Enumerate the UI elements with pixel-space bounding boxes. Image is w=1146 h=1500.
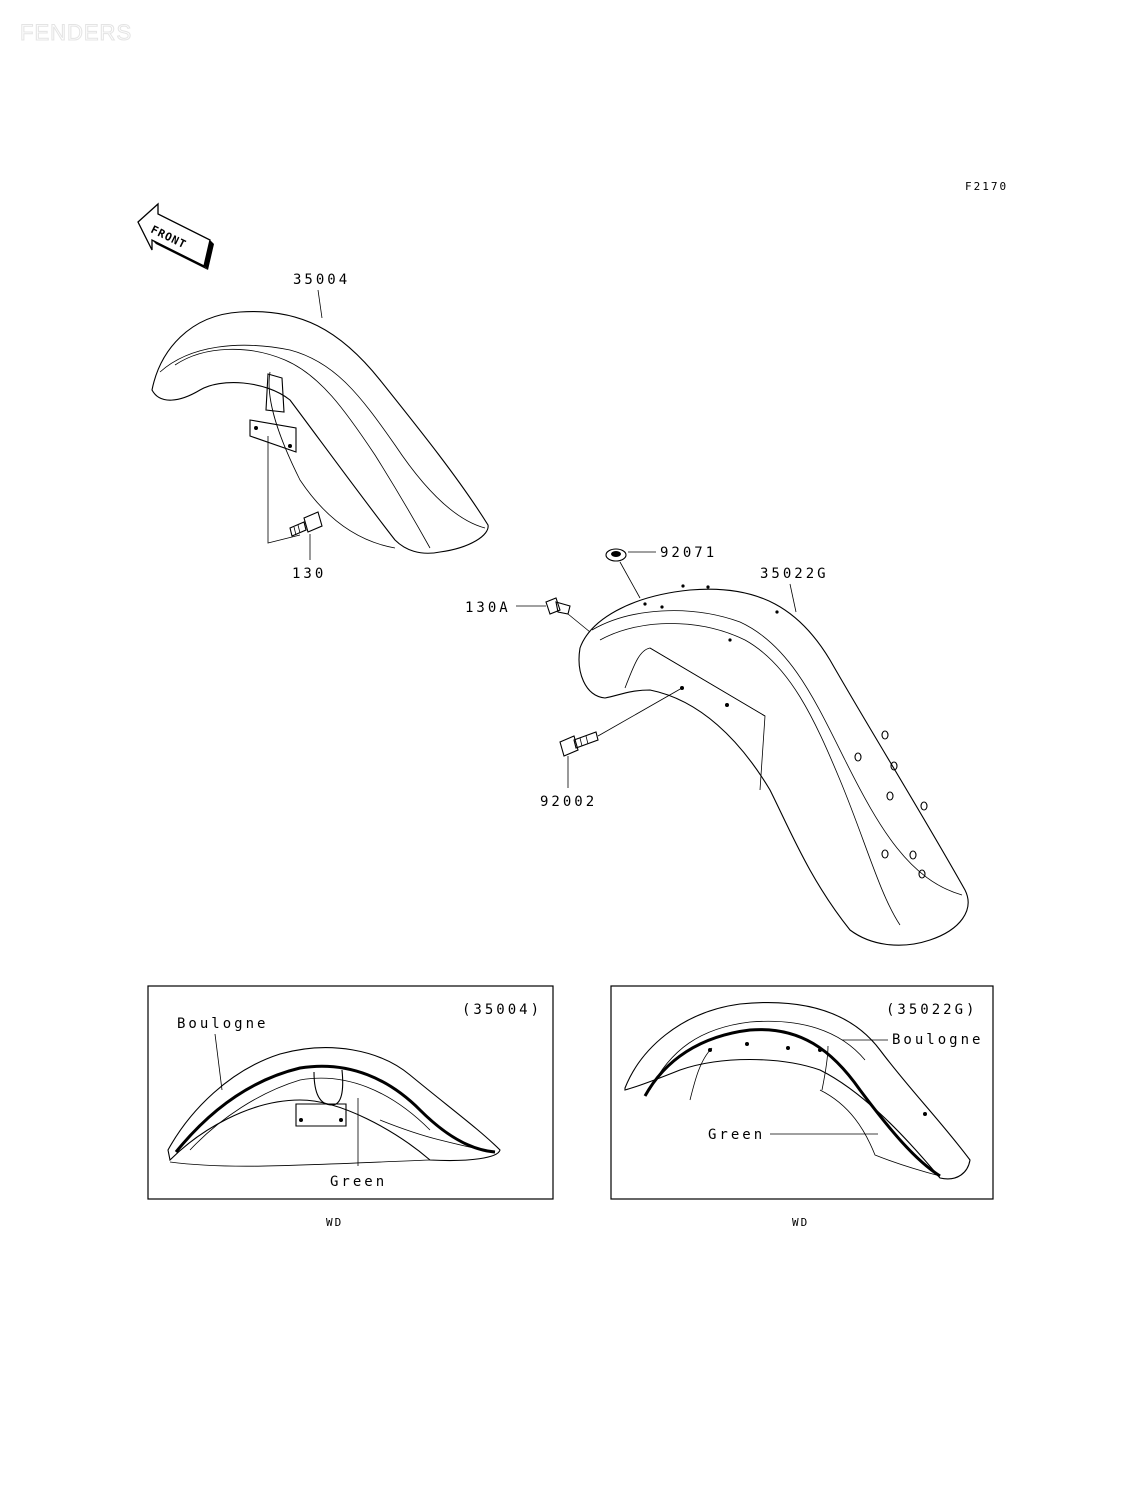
detail-front-caption: WD: [326, 1216, 343, 1229]
label-130: 130: [292, 566, 326, 582]
bolt-130-icon: [289, 511, 323, 537]
figure-code: F2170: [965, 180, 1008, 193]
detail-rear-ref: (35022G): [886, 1002, 977, 1018]
front-direction-arrow-icon: FRONT: [137, 202, 214, 270]
detail-rear-green: Green: [708, 1127, 765, 1143]
bolt-92002-icon: [559, 731, 599, 757]
detail-front-boulogne: Boulogne: [177, 1016, 268, 1032]
label-92071: 92071: [660, 545, 717, 561]
rear-fender-35022g: [578, 584, 969, 946]
detail-rear-caption: WD: [792, 1216, 809, 1229]
title-watermark: FENDERS: [20, 20, 132, 45]
bolt-130a-icon: [545, 597, 571, 615]
detail-box-rear: (35022G) Boulogne Green: [610, 985, 994, 1200]
label-35004: 35004: [293, 272, 350, 288]
detail-rear-boulogne: Boulogne: [892, 1032, 983, 1048]
front-fender-35004: [151, 310, 489, 554]
label-35022g: 35022G: [760, 566, 829, 582]
detail-front-green: Green: [330, 1174, 387, 1190]
detail-front-ref: (35004): [462, 1002, 542, 1018]
label-92002: 92002: [540, 794, 597, 810]
detail-box-front: (35004) Boulogne Green: [147, 985, 554, 1200]
label-130a: 130A: [465, 600, 511, 616]
grommet-92071-icon: [605, 548, 627, 562]
